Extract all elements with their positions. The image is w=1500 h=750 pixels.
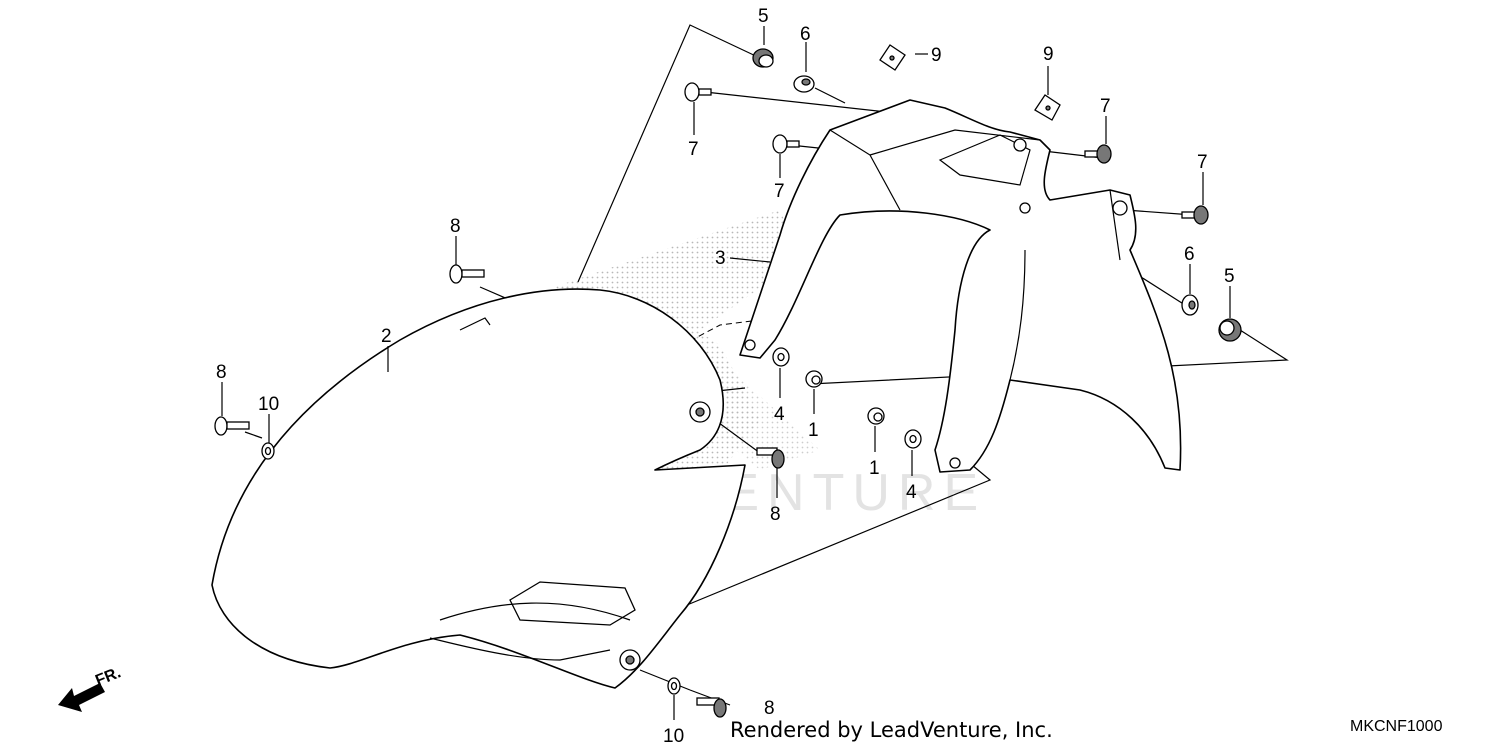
callout-8-bottom: 8	[764, 698, 775, 719]
callout-4-left: 4	[774, 404, 785, 425]
callout-2: 2	[381, 326, 392, 347]
callout-3: 3	[715, 248, 726, 269]
front-fender	[211, 288, 746, 689]
callout-4-right: 4	[906, 482, 917, 503]
callout-10-bottom: 10	[663, 726, 684, 747]
front-direction-arrow-icon: FR.	[58, 664, 123, 712]
callout-7-left: 7	[688, 139, 699, 160]
collar-right	[1181, 294, 1199, 316]
callout-5-right: 5	[1224, 266, 1235, 287]
front-direction-label: FR.	[93, 664, 123, 689]
inner-fender	[739, 99, 1182, 473]
screw-7d	[1181, 205, 1209, 225]
bolt-8-mid	[756, 447, 785, 469]
clip-left	[879, 44, 906, 71]
collar-1-left	[805, 370, 823, 388]
grommet-right	[1218, 318, 1242, 342]
callout-8-mid: 8	[770, 504, 781, 525]
washer-4-right	[904, 429, 922, 449]
callout-ticks	[221, 26, 1231, 720]
callout-7-center: 7	[774, 181, 785, 202]
callout-6-right: 6	[1184, 244, 1195, 265]
clip-right	[1034, 94, 1061, 121]
callout-8-top: 8	[450, 216, 461, 237]
washer-10-left	[261, 442, 275, 460]
diagram-code: MKCNF1000	[1350, 718, 1443, 735]
washer-10-bottom	[667, 677, 681, 695]
grommet-top	[752, 48, 774, 68]
callout-1-right: 1	[869, 458, 880, 479]
callout-5-top: 5	[758, 6, 769, 27]
callout-10-left: 10	[258, 394, 279, 415]
collar-1-right	[867, 407, 885, 425]
bolt-8-left	[214, 416, 250, 436]
screw-7a	[684, 82, 712, 102]
callout-labels: 5 6 9 9 7 7 7 7 3 8 2 8 10 4 1 1 4 8 6 5…	[216, 6, 1235, 747]
callout-7-upper-right: 7	[1100, 96, 1111, 117]
callout-8-left: 8	[216, 362, 227, 383]
callout-9-right: 9	[1043, 44, 1054, 65]
callout-6-top: 6	[800, 24, 811, 45]
callout-7-far-right: 7	[1197, 152, 1208, 173]
screw-7c	[1084, 144, 1112, 164]
callout-9-left: 9	[931, 45, 942, 66]
screw-7b	[772, 134, 800, 154]
collar-top	[793, 75, 815, 93]
render-credit: Rendered by LeadVenture, Inc.	[730, 718, 1053, 742]
bolt-8-bottom	[696, 697, 727, 718]
callout-1-left: 1	[808, 420, 819, 441]
bolt-8-top	[449, 264, 485, 284]
washer-4-left	[772, 347, 790, 367]
